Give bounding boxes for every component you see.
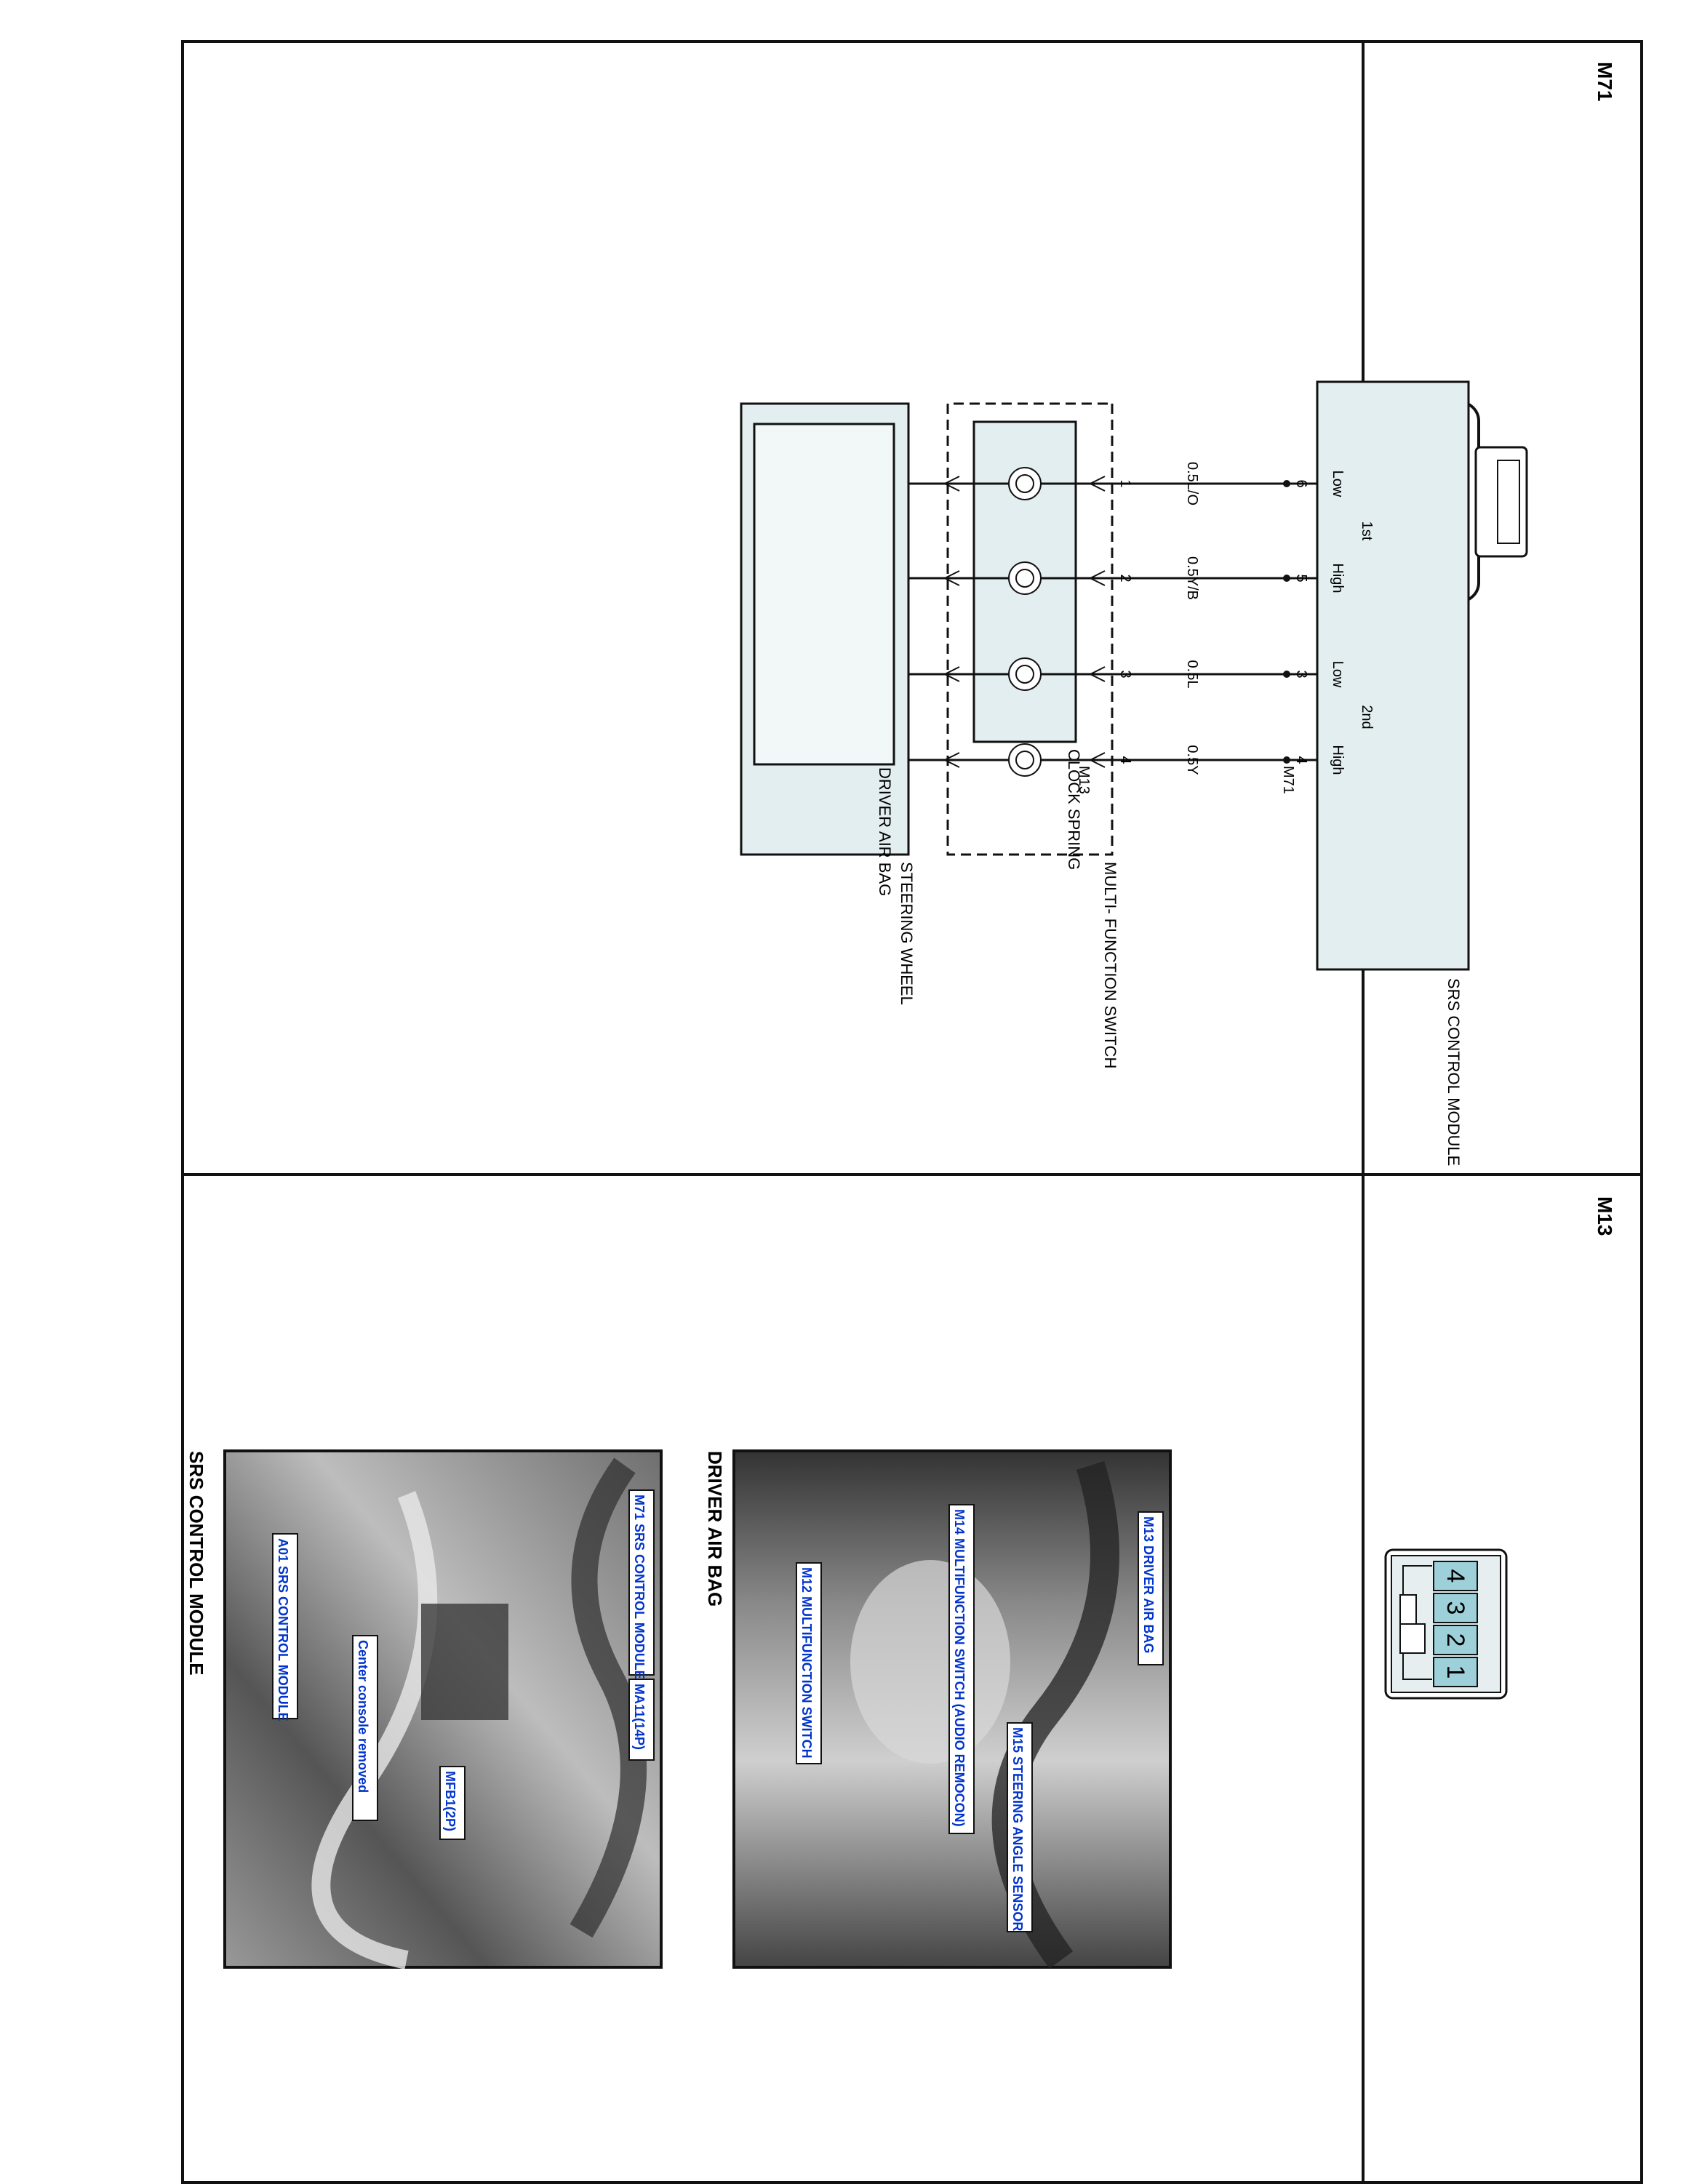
srs-photo-harness-shape: [570, 1457, 647, 1938]
m13-pin-number: 4: [1117, 756, 1133, 764]
srs-control-module-label: SRS CONTROL MODULE: [1445, 978, 1463, 1166]
m13-pin-label: 2: [1442, 1633, 1469, 1647]
m13-pin-label: 1: [1442, 1665, 1469, 1679]
clock-spring-coil-inner: [1015, 751, 1034, 769]
airbag-photo-hub-shape: [850, 1560, 1010, 1764]
m13-terminal-chevron: [1088, 570, 1106, 586]
m13-pin-number: 2: [1117, 574, 1133, 582]
clock-spring-terminal-chevron: [943, 752, 960, 768]
photo-callout-label: MA11(14P): [632, 1684, 647, 1750]
m13-pin-number: 3: [1117, 670, 1133, 678]
m13-pin-number: 1: [1117, 479, 1133, 487]
schematic: SRS CONTROL MODULE MULTI- FUNCTION SWITC…: [740, 380, 1470, 1166]
photo-callout-label: Center console removed: [356, 1640, 370, 1793]
photo-callout-label: A01 SRS CONTROL MODULE: [276, 1538, 290, 1721]
clock-spring-terminal-chevron: [943, 476, 960, 492]
m71-connector-label: M71: [1594, 62, 1616, 101]
wire-code: 0.5Y: [1184, 745, 1200, 775]
m13-connector-label: M13: [1594, 1196, 1616, 1236]
m13-key-notch-right: [1399, 1623, 1426, 1654]
stage-label: Low: [1330, 471, 1346, 497]
photo-callout-box: [1138, 1511, 1164, 1665]
m13-pin-label: 3: [1442, 1601, 1469, 1615]
multifunction-switch-label: MULTI- FUNCTION SWITCH: [1101, 862, 1119, 1068]
driver-air-bag-label: DRIVER AIR BAG: [876, 767, 894, 896]
m71-schematic-label: M71: [1280, 766, 1296, 794]
m13-pin-row: 4 3 2 1: [1433, 1561, 1478, 1687]
photo-callout-label: M13 DRIVER AIR BAG: [1141, 1516, 1156, 1653]
m13-pin-label: 4: [1442, 1569, 1469, 1583]
m13-terminal-chevron: [1088, 752, 1106, 768]
rotated-sheet: M71 6543211211109✱✱18171615141324232221✱…: [181, 40, 1643, 2184]
srs-photo-callouts: M71 SRS CONTROL MODULE A01 SRS CONTROL MO…: [272, 1489, 655, 1840]
wire-code: 0.5Y/B: [1184, 556, 1200, 600]
photo-callout-label: MFB1(2P): [443, 1771, 458, 1831]
stage-group-label: 1st: [1359, 521, 1375, 541]
stage-group-label: 2nd: [1359, 705, 1375, 729]
stage-label: High: [1330, 563, 1346, 593]
steering-wheel-label: STEERING WHEEL: [898, 862, 916, 1005]
srs-photo-module-shape: [421, 1604, 508, 1720]
clock-spring-label: CLOCK SPRING: [1065, 749, 1083, 870]
photo-callout-box: [272, 1533, 298, 1719]
photo-callout-box: [1007, 1722, 1033, 1932]
photo-callout-label: M12 MULTIFUNCTION SWITCH: [799, 1567, 814, 1759]
photo-callout-label: M15 STEERING ANGLE SENSOR: [1010, 1727, 1025, 1931]
srs-photo-title: SRS CONTROL MODULE: [185, 1451, 207, 1676]
srs-control-module-box: [1316, 380, 1470, 971]
photo-callout-box: [948, 1504, 975, 1834]
schematic-wires: 1 6 0.5L/O Low 2 5 0.5Y/B High 3 3 0.5L Low 4 4 0.5Y Hi…: [908, 462, 1375, 777]
airbag-photo-title: DRIVER AIR BAG: [704, 1451, 726, 1607]
m71-connector-latch-inner: [1497, 460, 1520, 544]
multifunction-switch-box: [946, 402, 1114, 856]
clock-spring-coil-inner: [1015, 569, 1034, 588]
m13-pin-box: [1433, 1561, 1478, 1591]
m13-terminal-chevron: [1088, 476, 1106, 492]
wire-code: 0.5L: [1184, 660, 1200, 689]
stage-label: High: [1330, 745, 1346, 775]
m13-pin-box: [1433, 1593, 1478, 1623]
photo-callout-box: [628, 1679, 655, 1761]
clock-spring-terminal-chevron: [943, 570, 960, 586]
photo-callout-box: [628, 1489, 655, 1676]
m71-terminal-dot: [1283, 480, 1290, 487]
m71-pin-number: 5: [1293, 574, 1309, 582]
photo-callout-box: [352, 1635, 378, 1821]
clock-spring-coil: [1008, 657, 1042, 691]
m71-terminal-dot: [1283, 756, 1290, 764]
m71-pin-number: 3: [1293, 670, 1309, 678]
m71-terminal-dot: [1283, 575, 1290, 582]
m71-pin-number: 4: [1293, 756, 1309, 764]
wiring-diagram-sheet: M71 6543211211109✱✱18171615141324232221✱…: [181, 40, 1643, 2184]
stage-label: Low: [1330, 661, 1346, 688]
clock-spring-coil-inner: [1015, 665, 1034, 684]
m13-pin-box: [1433, 1657, 1478, 1687]
clock-spring-coil: [1008, 467, 1042, 500]
photo-callout-box: [439, 1766, 466, 1840]
m13-terminal-chevron: [1088, 666, 1106, 682]
clock-spring-terminal-chevron: [943, 666, 960, 682]
m13-connector: 4 3 2 1: [1384, 1548, 1508, 1700]
m13-schematic-label: M13: [1076, 766, 1092, 794]
wire-code: 0.5L/O: [1184, 462, 1200, 505]
m13-key-notch-left: [1399, 1594, 1417, 1625]
clock-spring-coil-inner: [1015, 474, 1034, 493]
photo-callout-label: M71 SRS CONTROL MODULE: [632, 1495, 647, 1679]
photo-callout-label: M14 MULTIFUNCTION SWITCH (AUDIO REMOCON): [952, 1509, 967, 1827]
clock-spring-coil: [1008, 561, 1042, 595]
photo-driver-air-bag: DRIVER AIR BAG M13 DRIVER AIR BAG M12 MUL…: [704, 1449, 1172, 1969]
m13-pin-box: [1433, 1625, 1478, 1655]
airbag-photo-callouts: M13 DRIVER AIR BAG M12 MULTIFUNCTION SWIT…: [796, 1504, 1164, 1932]
m71-terminal-dot: [1283, 671, 1290, 678]
m71-pin-number: 6: [1293, 479, 1309, 487]
photo-srs-control-module: SRS CONTROL MODULE M71 SRS CONTROL MODUL…: [185, 1449, 663, 1969]
photo-callout-box: [796, 1562, 822, 1764]
clock-spring-coil: [1008, 743, 1042, 777]
driver-air-bag-box: [753, 423, 895, 766]
